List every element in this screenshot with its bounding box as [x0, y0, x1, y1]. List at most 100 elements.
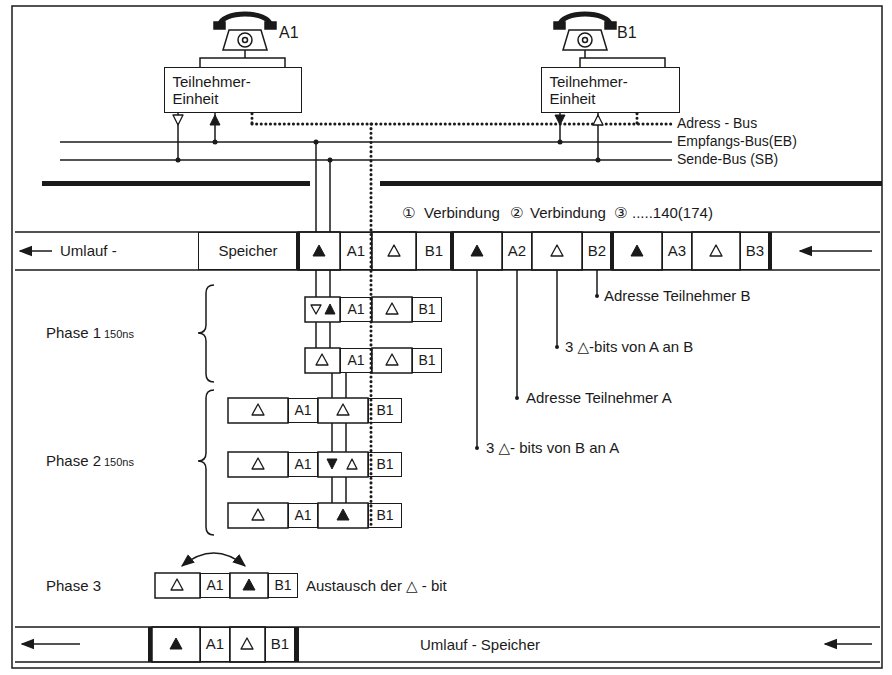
junction-dot [176, 158, 181, 163]
hollow-triangle [311, 305, 321, 314]
address-bus [252, 123, 672, 126]
filled-triangle [170, 638, 182, 649]
memory-cell: B3 [740, 232, 770, 270]
memory-cell: B1 [416, 232, 452, 270]
hollow-triangle [388, 245, 400, 256]
frame-separator [295, 627, 299, 662]
hollow-triangle [241, 638, 253, 649]
phase-brace [198, 390, 214, 535]
bit-cell [372, 297, 412, 322]
callout-text: Adresse Teilnehmer A [526, 389, 672, 406]
address-text: A1 [347, 243, 365, 260]
memory-name: Umlauf - Speicher [420, 636, 540, 653]
bit-cell [452, 232, 502, 270]
filled-triangle [210, 115, 220, 125]
address-text: A1 [347, 302, 364, 317]
send-bus [60, 159, 672, 161]
memory-cell: B1 [412, 348, 442, 373]
dial-center [243, 38, 248, 43]
bit-cell [372, 232, 416, 270]
memory-cell: A2 [502, 232, 532, 270]
bit-cell [230, 627, 265, 662]
filled-triangle [337, 509, 349, 520]
phone-wire [580, 50, 665, 67]
memory-cell: Speicher [198, 232, 298, 270]
filled-triangle [471, 245, 483, 256]
callout-number: ② [510, 204, 523, 221]
address-text: A1 [206, 578, 223, 593]
phone-label: A1 [279, 24, 299, 42]
subscriber-unit-box: Teilnehmer- Einheit [541, 67, 680, 113]
address-text: A1 [294, 403, 311, 418]
bus-name: Empfangs-Bus(EB) [677, 133, 797, 149]
handset [219, 14, 271, 26]
address-text: B1 [418, 353, 435, 368]
address-text: B1 [274, 578, 291, 593]
bit-cell [305, 297, 340, 322]
hollow-triangle [252, 404, 264, 415]
hollow-triangle [386, 354, 398, 365]
phone-body [563, 30, 607, 50]
junction-dot [596, 158, 601, 163]
junction-dot [558, 140, 563, 145]
bit-cell [612, 232, 662, 270]
hollow-triangle [171, 579, 183, 590]
hollow-triangle [593, 115, 603, 125]
filled-triangle [327, 459, 337, 469]
frame-separator [610, 232, 614, 270]
address-text: A1 [206, 636, 224, 653]
bit-cell [318, 503, 368, 528]
frame-separator [768, 232, 772, 270]
handset-end [214, 22, 225, 29]
memory-cell: B1 [265, 627, 295, 662]
bit-cell [372, 348, 412, 373]
junction-dot [314, 140, 319, 145]
junction-dot [328, 158, 333, 163]
address-text: A2 [508, 243, 526, 260]
bit-cell [692, 232, 740, 270]
frame-separator [148, 627, 152, 662]
memory-cell: A1 [340, 348, 372, 373]
memory-tap [316, 142, 330, 232]
connection-count: .....140(174) [632, 204, 713, 221]
bit-cell [318, 398, 368, 423]
memory-cell: B1 [268, 573, 298, 598]
dial [578, 33, 592, 47]
memory-row [15, 232, 880, 270]
bus-name: Sende-Bus (SB) [677, 151, 778, 167]
address-text: B2 [588, 243, 606, 260]
flow-arrow [22, 643, 80, 645]
memory-cell: A1 [288, 398, 318, 423]
bit-cell [230, 573, 268, 598]
exchange-arrow [182, 553, 245, 566]
leader-line [477, 270, 597, 448]
memory-name: Umlauf - [60, 242, 117, 259]
bit-cell [228, 398, 288, 423]
filled-triangle [631, 245, 643, 256]
callout-text: 3 △-bits von A an B [565, 338, 693, 355]
memory-cell: B2 [582, 232, 612, 270]
phase-name: Phase 2 [46, 452, 101, 469]
callout-number: ① [402, 204, 415, 221]
hollow-triangle [347, 459, 357, 469]
memory-cell: A1 [200, 627, 230, 662]
bit-cell [155, 573, 200, 598]
bit-cell [152, 627, 200, 662]
memory-cell: A1 [340, 297, 372, 322]
address-text: B1 [376, 457, 393, 472]
dial [238, 33, 252, 47]
memory-cell: B1 [368, 452, 402, 477]
address-text: A1 [347, 353, 364, 368]
address-text: B3 [746, 243, 764, 260]
unit-name: Teilnehmer- Einheit [550, 73, 671, 108]
callout-number: ③ [614, 204, 627, 221]
thick-bar [380, 181, 882, 186]
handset-end [554, 22, 565, 29]
hollow-triangle [252, 509, 264, 520]
frame-separator [296, 232, 300, 270]
telephone-icon [554, 14, 616, 50]
memory-cell: B1 [368, 503, 402, 528]
hollow-triangle [386, 303, 398, 314]
hollow-triangle [252, 458, 264, 469]
